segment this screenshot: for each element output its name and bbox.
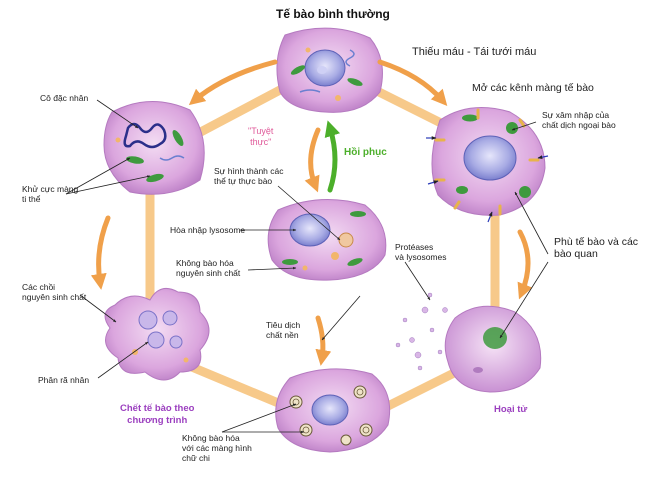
label-lysosome-fusion: Hòa nhập lysosome [170,225,246,235]
label-necrosis: Hoại tử [494,404,528,415]
label-autophagosome-formation: Sự hình thành các thể tự thực bào [214,166,284,186]
apoptosis-cell [104,287,210,381]
diagram-subtitle: Thiếu máu - Tái tưới máu [412,46,537,58]
necrosis-cell [395,292,542,393]
label-cytoplasm-buds: Các chồi nguyên sinh chất [22,282,87,302]
autophagy-cell [267,199,387,281]
pointer-lines [65,99,549,434]
diagram-title: Tế bào bình thường [276,7,390,21]
label-swelling: Phù tế bào và các bào quan [554,236,639,260]
label-condensed-nucleus: Cô đặc nhân [40,93,89,103]
recovery-arrow [324,120,341,193]
label-extracellular-influx: Sự xâm nhập của chất dịch ngoại bào [542,110,616,130]
label-mito-depolarization: Khử cực màng ti thể [22,184,79,204]
process-arrows [90,59,533,366]
label-matrix-digestion: Tiêu dịch chất nền [266,320,301,340]
membrane-channel-cell [426,107,549,223]
vacuolated-cell [275,368,391,453]
label-cytoplasm-vacuolization: Không bào hóa nguyên sinh chất [176,258,241,278]
pyknosis-cell [103,101,205,195]
label-apoptosis: Chết tế bào theo chương trình [120,403,195,426]
label-multilamellar-vacuolization: Không bào hóa với các màng hình chữ chi [182,433,252,463]
label-proteases: Protéases và lysosomes [395,242,447,262]
normal-cell [276,27,383,113]
label-membrane-channels: Mở các kênh màng tế bào [472,82,594,94]
label-starvation: "Tuyệt thực" [248,126,274,147]
label-recovery: Hồi phục [344,147,387,158]
label-nuclear-fragmentation: Phân rã nhân [38,375,90,385]
